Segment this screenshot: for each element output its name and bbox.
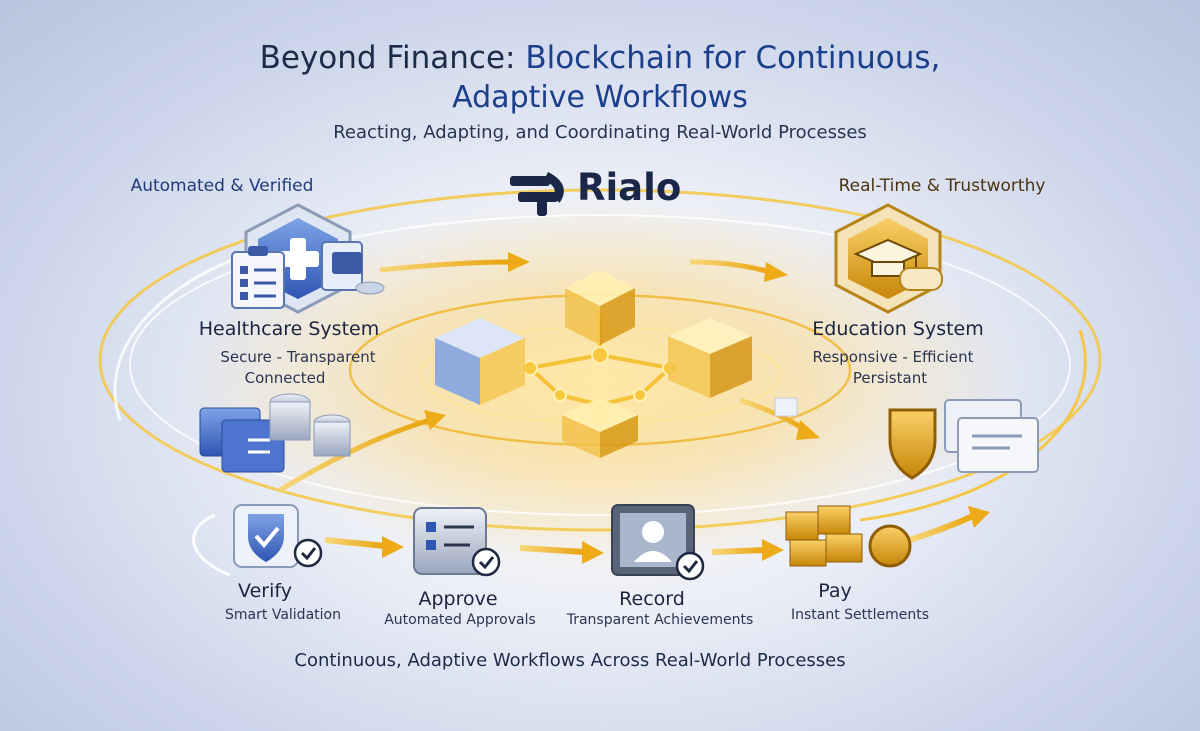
education-subtitle-1: Responsive - Efficient xyxy=(812,348,974,366)
step-verify-subtitle: Smart Validation xyxy=(225,607,341,623)
education-subtitle-2: Persistant xyxy=(852,369,928,387)
footer-caption: Continuous, Adaptive Workflows Across Re… xyxy=(294,650,846,671)
step-approve-subtitle: Automated Approvals xyxy=(384,612,536,628)
step-verify-title: Verify xyxy=(238,580,292,602)
blockchain-network xyxy=(435,270,798,458)
education-title: Education System xyxy=(812,318,984,340)
rialo-logo-icon xyxy=(510,171,564,216)
flow-arrows xyxy=(192,252,990,577)
step-approve-title: Approve xyxy=(418,588,498,610)
block-cube-right xyxy=(668,318,752,398)
step-pay-subtitle: Instant Settlements xyxy=(790,607,930,623)
payment-cards-group xyxy=(888,399,1039,480)
education-icon-group xyxy=(834,203,943,314)
step-record-subtitle: Transparent Achievements xyxy=(566,612,754,628)
block-cube-left xyxy=(435,318,525,405)
tag-realtime-trustworthy: Real-Time & Trustworthy xyxy=(838,176,1046,196)
brand-name: Rialo xyxy=(577,166,682,209)
dollar-shield-icon xyxy=(888,408,937,480)
healthcare-title: Healthcare System xyxy=(198,318,380,340)
diploma-scroll-icon xyxy=(899,267,943,291)
step-pay-title: Pay xyxy=(818,580,852,602)
tag-automated-verified: Automated & Verified xyxy=(130,176,314,196)
user-record-icon xyxy=(611,504,705,581)
server-stack-icon xyxy=(199,393,351,473)
healthcare-subtitle-2: Connected xyxy=(244,369,326,387)
clipboard-icon xyxy=(231,246,285,309)
shield-check-icon xyxy=(233,504,323,568)
graduation-cap-icon xyxy=(853,238,923,277)
page-title-part2: Blockchain for Continuous, xyxy=(525,40,941,76)
step-record-title: Record xyxy=(619,588,685,610)
checklist-icon xyxy=(413,507,501,577)
coin-icon xyxy=(785,505,912,568)
medical-cross-icon xyxy=(277,238,319,280)
block-cube-top xyxy=(565,270,635,345)
page-title-line2: Adaptive Workflows xyxy=(452,80,748,115)
healthcare-icon-group xyxy=(231,203,385,314)
page-title: Beyond Finance: Blockchain for Continuou… xyxy=(260,40,941,76)
document-stack-icon xyxy=(321,241,385,295)
page-title-part1: Beyond Finance: xyxy=(259,40,526,76)
healthcare-subtitle-1: Secure - Transparent xyxy=(220,348,376,366)
block-cube-bottom xyxy=(562,398,638,458)
page-subtitle: Reacting, Adapting, and Coordinating Rea… xyxy=(333,122,867,143)
center-glow xyxy=(180,200,1020,560)
